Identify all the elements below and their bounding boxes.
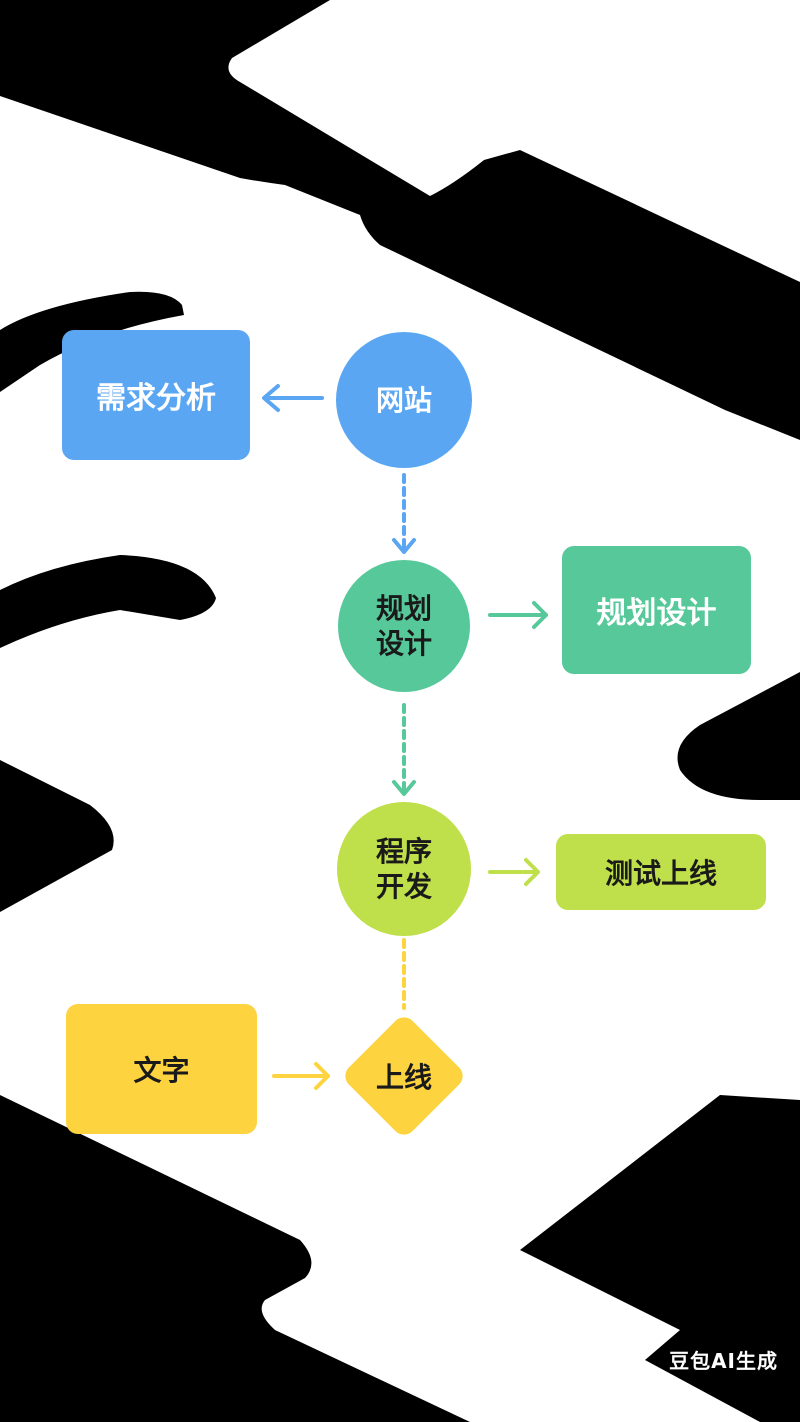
bg-shape-left-2 — [0, 555, 216, 648]
plan-design-box-label: 规划设计 — [596, 596, 717, 631]
requirements-analysis-label: 需求分析 — [96, 381, 216, 416]
bg-shape-top — [0, 0, 800, 440]
plan-design-node: 规划 设计 — [338, 560, 470, 692]
launch-diamond-label: 上线 — [375, 1061, 432, 1094]
program-dev-label: 程序 开发 — [375, 835, 432, 903]
text-box-label: 文字 — [133, 1054, 190, 1087]
test-launch-label: 测试上线 — [604, 857, 717, 890]
test-launch-box: 测试上线 — [556, 834, 766, 910]
bg-shape-bottom-right — [520, 1095, 800, 1422]
plan-design-box: 规划设计 — [562, 546, 751, 674]
text-box: 文字 — [66, 1004, 257, 1134]
bg-shape-right — [677, 672, 800, 800]
watermark: 豆包AI生成 — [669, 1349, 778, 1373]
bg-shape-left-3 — [0, 760, 114, 912]
bg-shape-bottom — [0, 1095, 470, 1422]
requirements-analysis-box: 需求分析 — [62, 330, 250, 460]
plan-design-circle-label: 规划 设计 — [375, 592, 432, 660]
website-node: 网站 — [336, 332, 472, 468]
program-dev-node: 程序 开发 — [337, 802, 471, 936]
website-label: 网站 — [375, 383, 432, 417]
bg-shape-left-1 — [0, 291, 184, 392]
